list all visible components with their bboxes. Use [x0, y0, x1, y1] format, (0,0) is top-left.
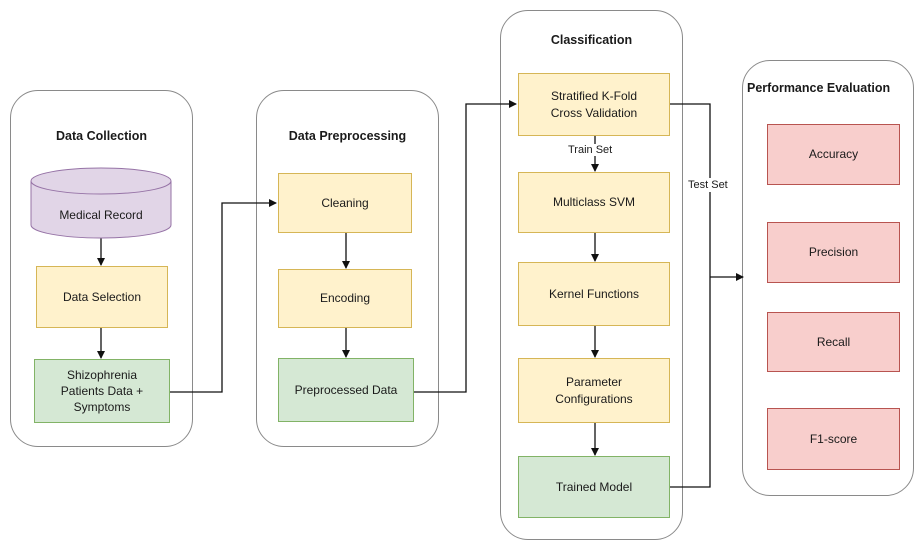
accuracy-box: Accuracy — [767, 124, 900, 185]
stratified-kfold-box: Stratified K-Fold Cross Validation — [518, 73, 670, 136]
arrow-preprocessed-to-kfold — [414, 100, 517, 393]
performance-evaluation-title: Performance Evaluation — [747, 81, 891, 95]
patients-data-box: Shizophrenia Patients Data + Symptoms — [34, 359, 170, 423]
test-set-label: Test Set — [688, 178, 728, 192]
encoding-box: Encoding — [278, 269, 412, 328]
parameter-configurations-box: Parameter Configurations — [518, 358, 670, 423]
kernel-functions-box: Kernel Functions — [518, 262, 670, 326]
data-preprocessing-title: Data Preprocessing — [288, 129, 407, 143]
medical-record-database-icon — [30, 167, 172, 239]
data-selection-box: Data Selection — [36, 266, 168, 328]
classification-title: Classification — [550, 33, 633, 47]
line-kfold-test-set — [670, 103, 711, 488]
trained-model-box: Trained Model — [518, 456, 670, 518]
preprocessed-data-box: Preprocessed Data — [278, 358, 414, 422]
f1-score-box: F1-score — [767, 408, 900, 470]
multiclass-svm-box: Multiclass SVM — [518, 172, 670, 233]
medical-record-label: Medical Record — [59, 208, 143, 222]
arrow-collection-to-cleaning — [170, 199, 277, 393]
train-set-label: Train Set — [566, 144, 615, 156]
recall-box: Recall — [767, 312, 900, 372]
data-collection-title: Data Collection — [56, 129, 147, 143]
precision-box: Precision — [767, 222, 900, 283]
cleaning-box: Cleaning — [278, 173, 412, 233]
